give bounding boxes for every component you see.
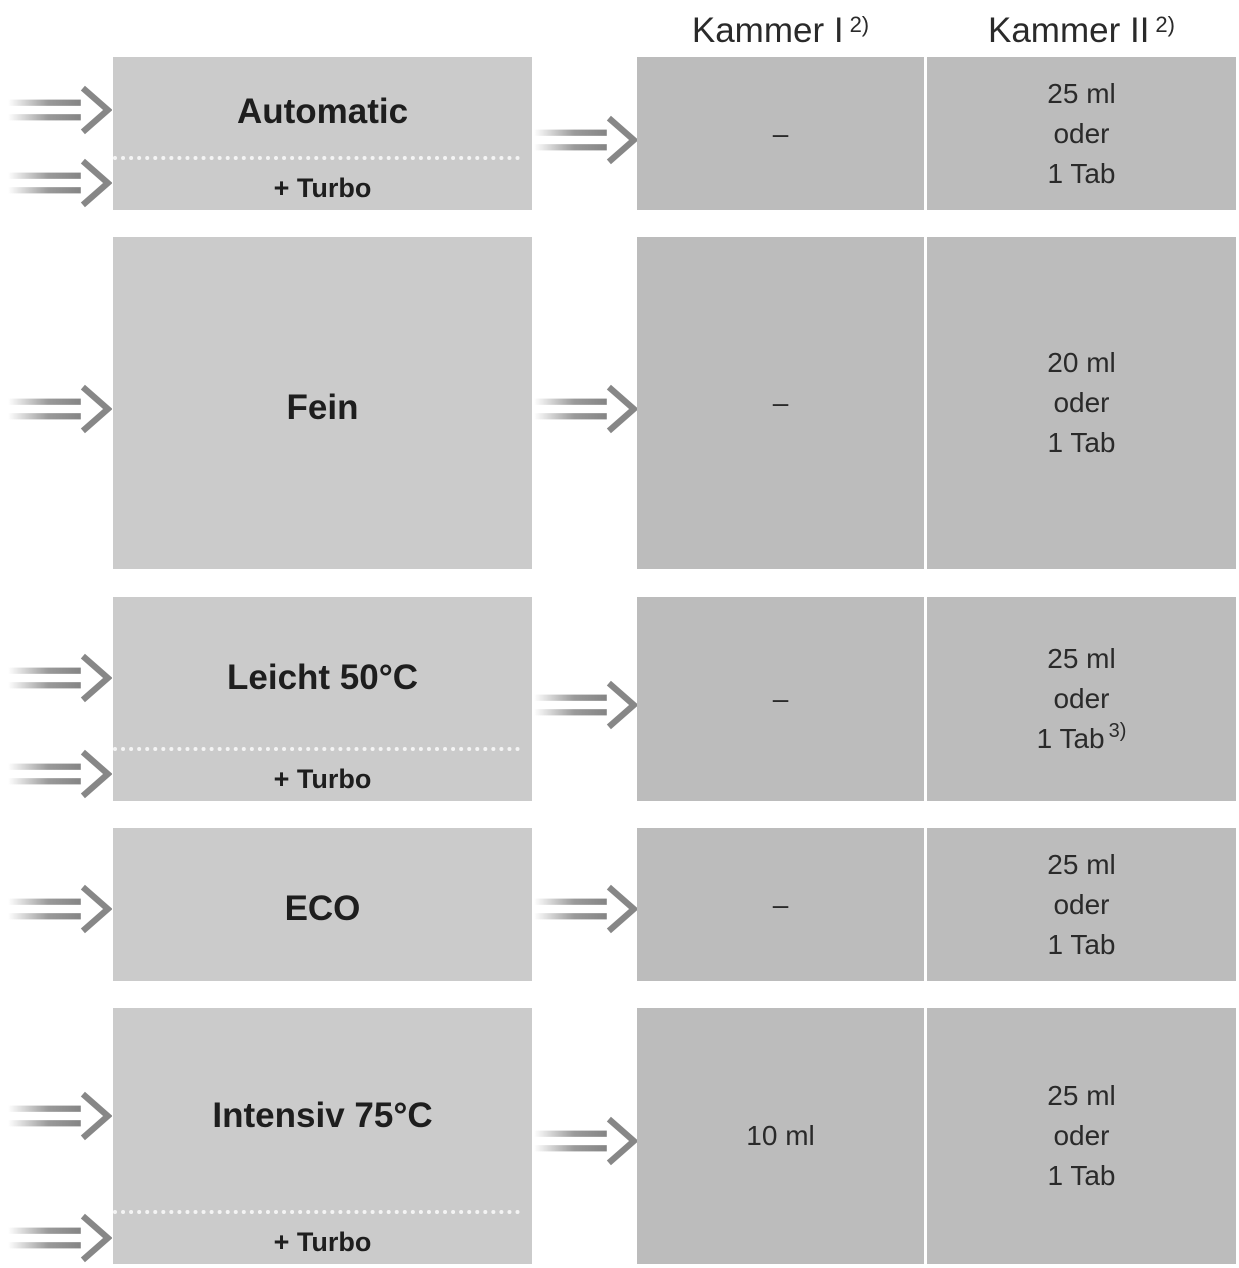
turbo-label: + Turbo bbox=[273, 764, 372, 794]
program-name: Fein bbox=[286, 388, 359, 427]
chamber-2-cell: 20 ml oder 1 Tab bbox=[927, 237, 1236, 569]
double-arrow-icon bbox=[534, 383, 638, 435]
chamber-2-amount: 20 ml bbox=[1047, 347, 1116, 378]
chamber-2-amount: 25 ml bbox=[1047, 77, 1116, 109]
chamber-1-cell: 10 ml bbox=[637, 1008, 924, 1264]
double-arrow-icon bbox=[8, 1212, 112, 1264]
header-chamber-2-label: Kammer II bbox=[988, 11, 1150, 50]
header-chamber-2-note: 2) bbox=[1155, 12, 1175, 37]
chamber-2-tab: 1 Tab bbox=[1047, 157, 1116, 189]
turbo-divider bbox=[113, 156, 520, 160]
header-chamber-1-note: 2) bbox=[849, 12, 870, 37]
chamber-1-value: – bbox=[772, 683, 789, 714]
double-arrow-icon bbox=[8, 1090, 112, 1142]
program-name: Intensiv 75°C bbox=[212, 1096, 433, 1135]
chamber-2-or: oder bbox=[1053, 888, 1110, 920]
chamber-2-amount: 25 ml bbox=[1047, 1080, 1116, 1111]
double-arrow-icon bbox=[8, 157, 112, 209]
chamber-2-or: oder bbox=[1053, 387, 1110, 418]
double-arrow-icon bbox=[8, 652, 112, 704]
program-box-intensiv: Intensiv 75°C + Turbo bbox=[113, 1008, 532, 1264]
turbo-label: + Turbo bbox=[273, 173, 372, 203]
turbo-divider bbox=[113, 1210, 520, 1214]
double-arrow-icon bbox=[8, 883, 112, 935]
double-arrow-icon bbox=[534, 679, 638, 731]
double-arrow-icon bbox=[8, 748, 112, 800]
chamber-2-tab: 1 Tab bbox=[1047, 928, 1116, 960]
program-box-eco: ECO bbox=[113, 828, 532, 981]
chamber-2-footnote: 3) bbox=[1108, 720, 1127, 742]
double-arrow-icon bbox=[534, 1115, 638, 1167]
double-arrow-icon bbox=[8, 84, 112, 136]
header-chamber-1-label: Kammer I bbox=[691, 11, 844, 50]
program-name: Leicht 50°C bbox=[227, 658, 418, 697]
double-arrow-icon bbox=[8, 383, 112, 435]
chamber-2-amount: 25 ml bbox=[1047, 643, 1116, 674]
double-arrow-icon bbox=[534, 883, 638, 935]
chamber-1-value: 10 ml bbox=[746, 1120, 815, 1151]
chamber-2-or: oder bbox=[1053, 117, 1110, 149]
chamber-2-tab: 1 Tab bbox=[1047, 1160, 1116, 1191]
chamber-2-cell: 25 ml oder 1 Tab bbox=[927, 828, 1236, 981]
chamber-2-or: oder bbox=[1053, 683, 1110, 714]
double-arrow-icon bbox=[534, 114, 638, 166]
chamber-2-tab: 1 Tab bbox=[1036, 723, 1105, 754]
chamber-1-cell: – bbox=[637, 57, 924, 210]
chamber-2-amount: 25 ml bbox=[1047, 848, 1116, 880]
program-box-fein: Fein bbox=[113, 237, 532, 569]
chamber-2-cell: 25 ml oder 1 Tab bbox=[927, 57, 1236, 210]
program-box-leicht: Leicht 50°C + Turbo bbox=[113, 597, 532, 801]
chamber-1-cell: – bbox=[637, 237, 924, 569]
chamber-1-cell: – bbox=[637, 828, 924, 981]
chamber-2-tab: 1 Tab bbox=[1047, 427, 1116, 458]
turbo-label: + Turbo bbox=[273, 1227, 372, 1257]
chamber-1-value: – bbox=[772, 387, 789, 418]
program-name: ECO bbox=[284, 889, 361, 928]
program-name: Automatic bbox=[236, 92, 409, 131]
chamber-1-value: – bbox=[772, 117, 789, 149]
chamber-1-value: – bbox=[772, 888, 789, 920]
program-box-automatic: Automatic + Turbo bbox=[113, 57, 532, 210]
chamber-2-cell: 25 ml oder 1 Tab bbox=[927, 1008, 1236, 1264]
chamber-2-or: oder bbox=[1053, 1120, 1110, 1151]
chamber-1-cell: – bbox=[637, 597, 924, 801]
turbo-divider bbox=[113, 747, 520, 751]
